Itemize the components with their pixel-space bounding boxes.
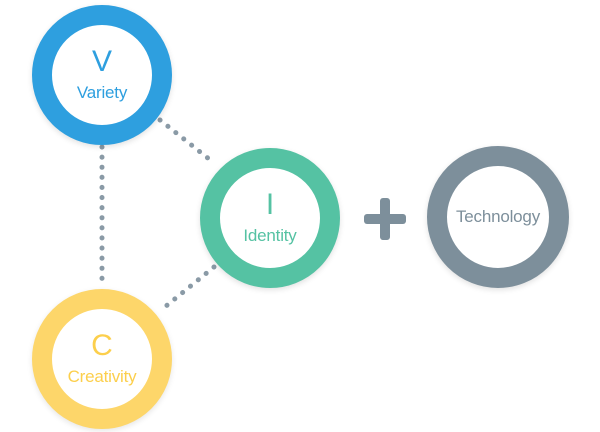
creativity-letter: C: [91, 329, 113, 362]
identity-label: Identity: [243, 226, 297, 245]
technology-node: Technology: [427, 146, 569, 288]
identity-node: I Identity: [200, 148, 340, 288]
connector-variety-identity: [157, 117, 217, 166]
technology-label: Technology: [455, 207, 540, 226]
connector-identity-creativity: [157, 264, 217, 314]
identity-letter: I: [265, 188, 275, 221]
variety-label: Variety: [76, 83, 128, 102]
plus-icon: [364, 198, 406, 240]
creativity-node: C Creativity: [32, 289, 172, 429]
variety-letter: V: [91, 45, 112, 78]
variety-node: V Variety: [32, 5, 172, 145]
creativity-label: Creativity: [67, 367, 137, 386]
